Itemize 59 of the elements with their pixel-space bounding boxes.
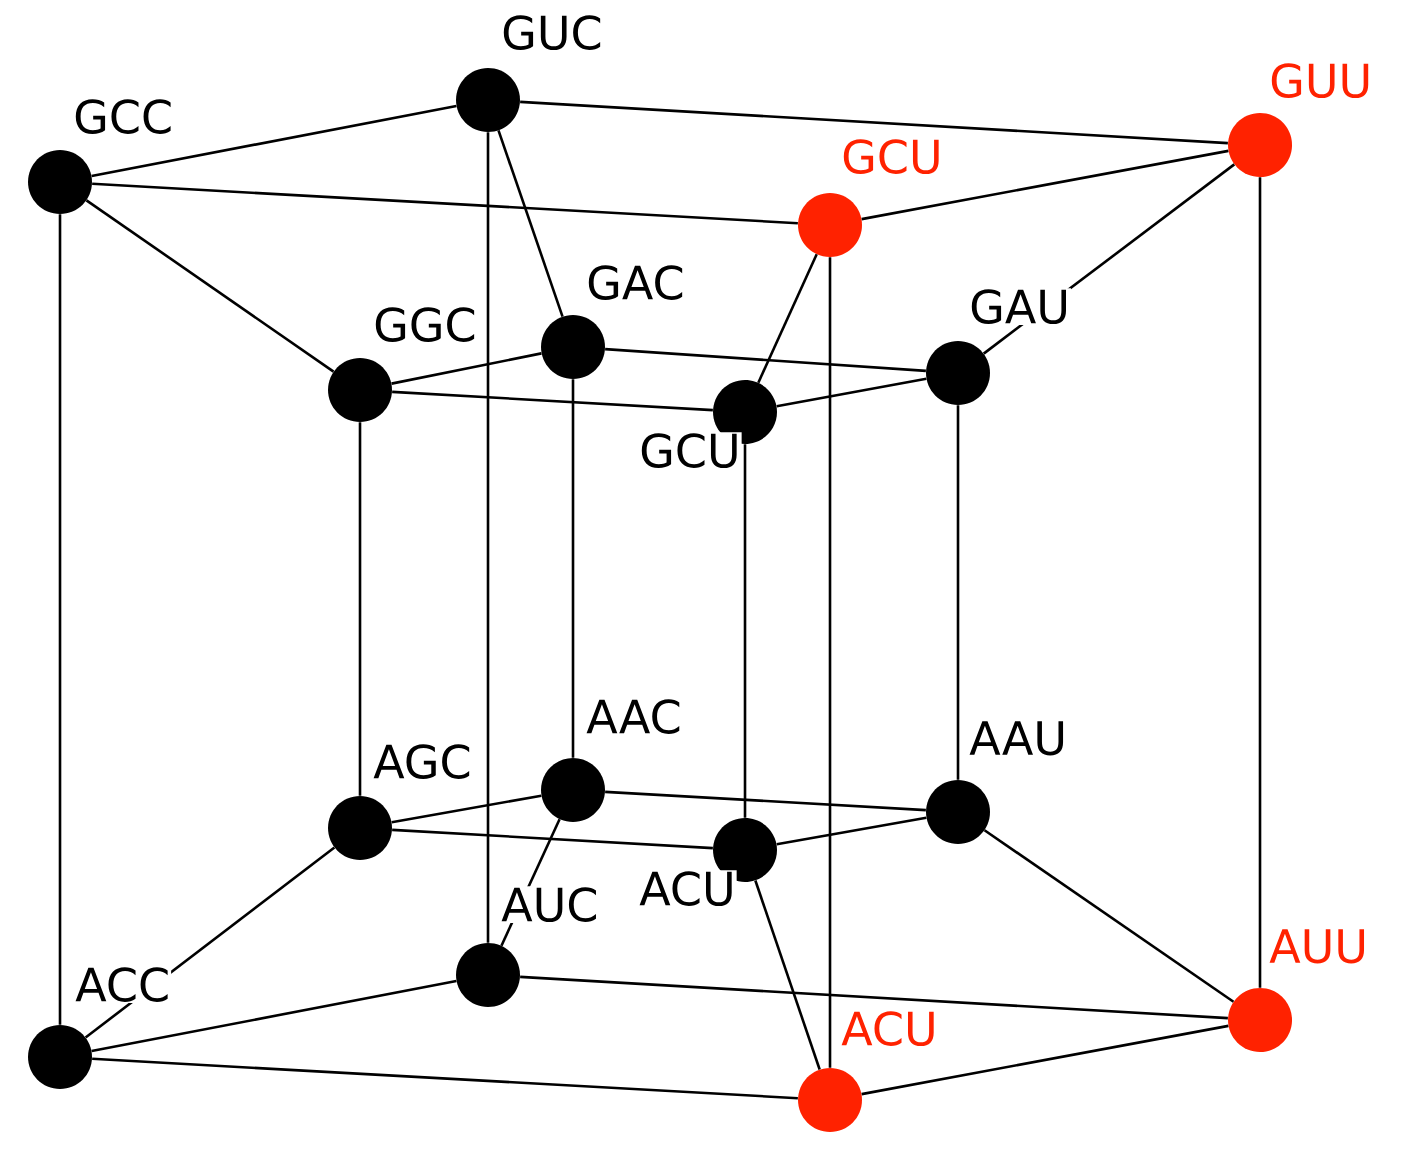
edge-line xyxy=(392,828,713,850)
edge-line xyxy=(358,422,362,796)
edge-line xyxy=(1258,177,1262,988)
edge-line xyxy=(392,390,713,412)
vertex-label: GAC xyxy=(585,264,686,301)
edge-line xyxy=(391,794,542,824)
vertex-dot xyxy=(28,150,92,214)
vertex-label: GCC xyxy=(72,98,175,135)
edge-line xyxy=(776,816,927,846)
edge-line xyxy=(776,377,927,408)
vertex-label: ACC xyxy=(74,966,172,1003)
vertex-dot xyxy=(798,193,862,257)
edge-line xyxy=(92,1057,798,1100)
vertex-label: GUU xyxy=(1268,62,1374,99)
vertex-label: AUU xyxy=(1268,928,1369,965)
edge-line xyxy=(861,1024,1229,1096)
vertex-dot xyxy=(926,780,990,844)
edge-line xyxy=(956,405,960,780)
vertex-label: ACU xyxy=(840,1010,939,1047)
vertex-label: AUC xyxy=(500,886,600,923)
vertex-label: GCU xyxy=(638,432,742,469)
vertex-dot xyxy=(456,943,520,1007)
edge-line xyxy=(571,379,575,758)
vertex-dot xyxy=(798,1068,862,1132)
vertex-dot xyxy=(541,315,605,379)
vertex-dot xyxy=(1228,988,1292,1052)
vertex-label: GAU xyxy=(968,288,1071,325)
vertex-dot xyxy=(328,358,392,422)
edge-line xyxy=(983,829,1235,1003)
edge-line xyxy=(828,257,832,1068)
vertex-dot xyxy=(456,68,520,132)
edge-line xyxy=(91,104,457,178)
vertex-label: GGC xyxy=(372,306,478,343)
vertex-dot xyxy=(28,1025,92,1089)
edge-line xyxy=(757,253,818,384)
edge-line xyxy=(743,444,747,818)
edge-line xyxy=(85,199,335,373)
edge-line xyxy=(605,790,926,812)
vertex-dot xyxy=(926,341,990,405)
vertex-label: GCU xyxy=(840,138,944,175)
edge-line xyxy=(92,182,798,225)
vertex-label: AAU xyxy=(968,720,1069,757)
vertex-label: AGC xyxy=(372,743,473,780)
vertex-dot xyxy=(1228,113,1292,177)
vertex-label: GUC xyxy=(500,14,604,51)
edge-line xyxy=(91,979,457,1053)
vertex-dot xyxy=(541,758,605,822)
edge-line xyxy=(520,100,1228,145)
edge-line xyxy=(605,347,926,373)
edge-line xyxy=(486,132,490,943)
edge-line xyxy=(497,130,564,317)
edge-line xyxy=(754,880,821,1070)
vertex-dot xyxy=(328,796,392,860)
edge-line xyxy=(520,975,1228,1020)
edge-line xyxy=(58,214,62,1025)
vertex-label: ACU xyxy=(638,870,737,907)
vertex-label: AAC xyxy=(585,698,683,735)
edge-line xyxy=(861,149,1229,221)
edge-line xyxy=(391,352,542,385)
